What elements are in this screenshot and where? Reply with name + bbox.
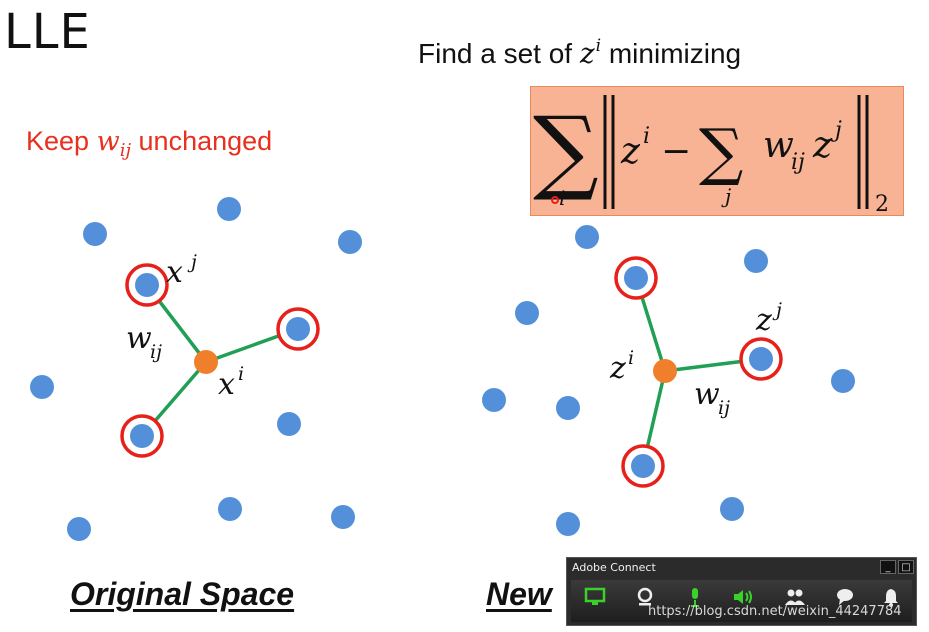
data-point: [831, 369, 855, 393]
data-point: [631, 454, 655, 478]
keep-var: w: [96, 126, 120, 157]
slide-title: LLE: [4, 4, 91, 60]
microphone-icon: [691, 588, 699, 607]
data-point: [130, 424, 154, 448]
formula-w: w: [763, 125, 794, 166]
data-point: [482, 388, 506, 412]
attendees-icon: [785, 589, 805, 605]
label-left-xi: x: [218, 367, 235, 402]
keep-sub: ij: [119, 140, 132, 161]
data-point: [749, 347, 773, 371]
data-point: [331, 505, 355, 529]
data-point: [218, 497, 242, 521]
formula-svg: ∑ i z i − ∑ j w ij z j: [533, 95, 889, 217]
adobe-connect-panel[interactable]: Adobe Connect _ □: [566, 557, 917, 626]
label-right-wij: w: [694, 377, 720, 412]
chat-button[interactable]: [827, 586, 863, 614]
watermark-url: https://blog.csdn.net/weixin_44247784: [648, 604, 902, 619]
data-point: [217, 197, 241, 221]
find-sup: i: [595, 36, 602, 56]
caption-original-space: Original Space: [70, 576, 295, 612]
adobe-connect-title: Adobe Connect: [572, 561, 656, 574]
find-prefix: Find a set of: [418, 38, 580, 69]
data-point: [556, 396, 580, 420]
data-point: [83, 222, 107, 246]
formula-w-sub: ij: [791, 150, 805, 175]
inner-sum-icon: ∑: [699, 115, 743, 188]
label-right-zj: z: [755, 303, 772, 338]
webcam-icon: [637, 587, 653, 606]
find-heading: Find a set of zi minimizing: [418, 36, 741, 70]
outer-sum-index: i: [559, 186, 565, 210]
label-left-wij: w: [126, 321, 152, 356]
data-point: [286, 317, 310, 341]
data-point: [624, 266, 648, 290]
keep-prefix: Keep: [26, 126, 97, 156]
center-point: [194, 350, 218, 374]
norm-subscript: 2: [875, 192, 889, 217]
label-right-zi: z: [609, 351, 626, 386]
keep-weights-note: Keep wij unchanged: [26, 126, 272, 161]
data-point: [277, 412, 301, 436]
find-var: z: [579, 37, 595, 70]
data-point: [67, 517, 91, 541]
screen-share-button[interactable]: [577, 586, 613, 614]
formula-z: z: [620, 131, 641, 172]
webcam-button[interactable]: [627, 586, 663, 614]
caption-new-space: New: [486, 576, 552, 612]
label-left-xi-sup: i: [238, 363, 244, 385]
label-left-xj: x: [166, 255, 183, 290]
find-suffix: minimizing: [601, 38, 742, 69]
speaker-button[interactable]: [725, 586, 761, 614]
data-point: [30, 375, 54, 399]
maximize-button[interactable]: □: [898, 560, 914, 574]
cursor-marker-icon: [551, 196, 559, 204]
objective-formula: ∑ i z i − ∑ j w ij z j: [530, 86, 904, 217]
minimize-button[interactable]: _: [880, 560, 896, 574]
adobe-connect-toolbar: [571, 580, 912, 622]
chat-icon: [837, 589, 853, 605]
label-left-xj-sup: j: [187, 251, 197, 273]
formula-zj: z: [812, 125, 833, 166]
formula-z-sup: i: [643, 124, 650, 149]
center-points: [194, 350, 677, 383]
formula-minus: −: [661, 131, 691, 172]
data-point: [744, 249, 768, 273]
speaker-icon: [734, 590, 752, 604]
microphone-button[interactable]: [677, 586, 713, 614]
label-right-zi-sup: i: [628, 347, 634, 369]
data-points: [30, 197, 855, 541]
data-point: [575, 225, 599, 249]
outer-sum-icon: ∑: [533, 97, 599, 204]
label-left-wij-sub: ij: [150, 341, 162, 363]
data-point: [556, 512, 580, 536]
inner-sum-index: j: [721, 184, 731, 208]
data-point: [515, 301, 539, 325]
attendees-button[interactable]: [777, 586, 813, 614]
screen-share-icon: [584, 587, 606, 605]
label-right-wij-sub: ij: [718, 397, 730, 419]
data-point: [135, 273, 159, 297]
notification-icon: [884, 589, 898, 607]
label-right-zj-sup: j: [772, 299, 782, 321]
notification-button[interactable]: [873, 586, 909, 614]
data-point: [338, 230, 362, 254]
data-point: [720, 497, 744, 521]
keep-suffix: unchanged: [131, 126, 273, 156]
center-point: [653, 359, 677, 383]
